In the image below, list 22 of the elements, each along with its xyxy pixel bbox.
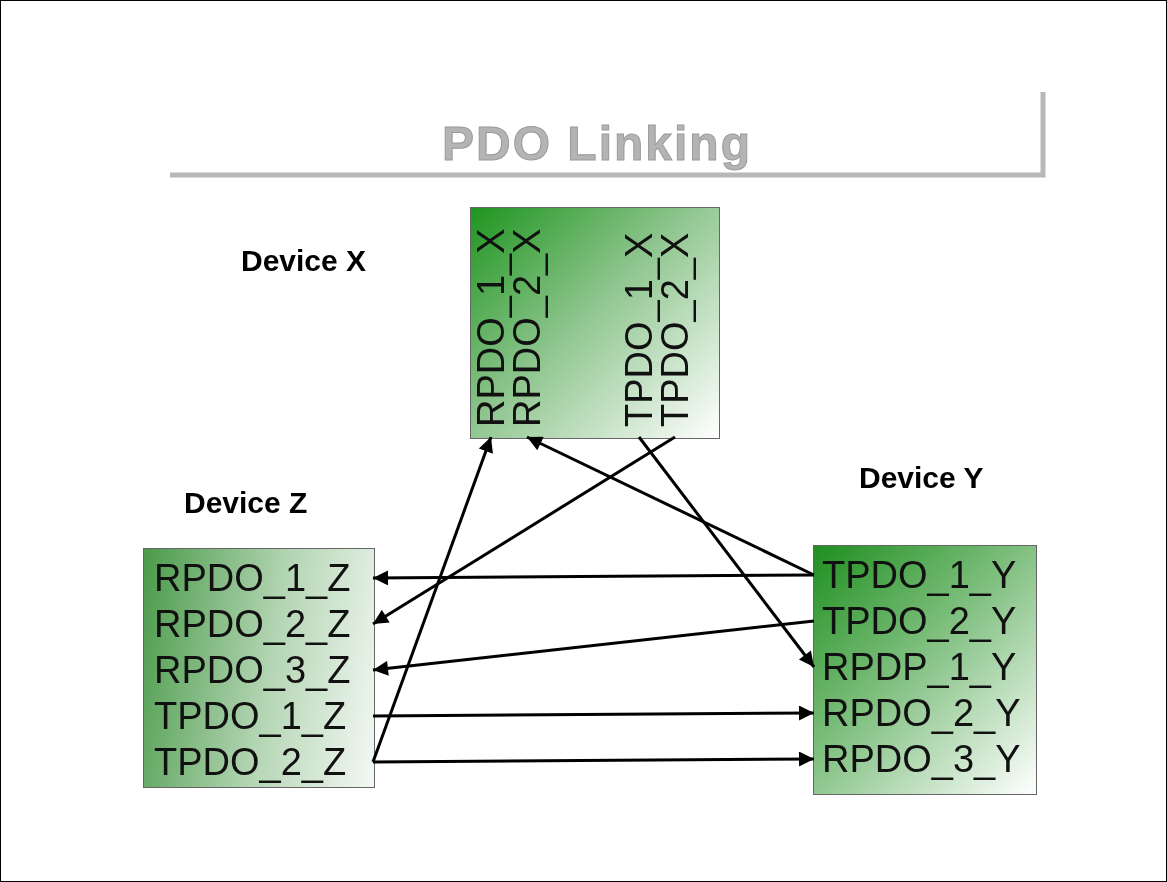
pdo-label: RPDO_2_Y	[814, 690, 1035, 736]
pdo-label: RPDO_1_Z	[144, 555, 373, 601]
arrow	[526, 435, 815, 577]
arrow	[373, 705, 814, 721]
pdo-label: RPDO_3_Z	[144, 647, 373, 693]
device-heading: Device X	[241, 244, 367, 278]
device-heading: Device Y	[859, 461, 984, 495]
pdo-label: TPDO_2_Z	[144, 739, 373, 785]
arrow	[637, 436, 816, 668]
pdo-label: RPDO_3_Y	[814, 736, 1035, 782]
arrow	[373, 751, 814, 767]
device-heading: Device Z	[184, 486, 308, 520]
arrow	[371, 436, 493, 763]
pdo-label: TPDO_1_Z	[144, 693, 373, 739]
pdo-label: RPDO_2_Z	[144, 601, 373, 647]
pdo-label: RPDP_1_Y	[814, 644, 1035, 690]
pdo-label: TPDO_1_Y	[814, 552, 1035, 598]
title: PDO Linking	[441, 116, 753, 171]
arrow	[372, 435, 676, 626]
arrow	[372, 619, 815, 676]
arrow	[373, 570, 814, 586]
pdo-label: TPDO_2_Y	[814, 598, 1035, 644]
